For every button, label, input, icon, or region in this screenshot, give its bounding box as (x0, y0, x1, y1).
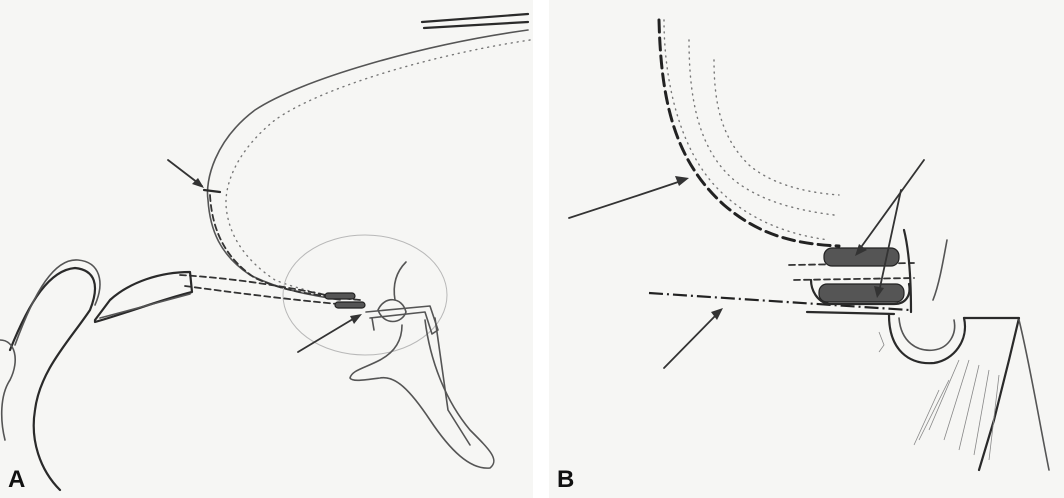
circle-highlight-a (283, 235, 447, 355)
panel-label-b: B (557, 468, 574, 492)
base-right-a (350, 320, 494, 468)
left-curve-a (10, 268, 95, 490)
sketch-a (0, 0, 533, 498)
panel-b: B (549, 0, 1064, 498)
arrow-lower-head-a (350, 314, 362, 324)
upper-band-a (422, 14, 528, 28)
dark-blob-a1 (325, 293, 355, 299)
dome-dashed-b (659, 20, 839, 246)
arrow-left-head-b (675, 176, 689, 186)
tick-mark-a (204, 190, 220, 192)
floor-line-b (807, 312, 894, 314)
edge-right-b (1019, 320, 1049, 470)
panel-a: A (0, 0, 533, 498)
hatch-small-b (879, 332, 884, 352)
dark-blob-b2 (819, 284, 904, 302)
cup-b (889, 315, 965, 363)
dome-outer-a (208, 30, 528, 300)
dark-blob-a2 (335, 302, 365, 308)
dome-dots-b2 (689, 40, 834, 215)
left-lower-a (0, 340, 15, 440)
arrow-vertical-b (879, 190, 901, 292)
sketch-b (549, 0, 1064, 498)
dome-dots-b3 (714, 60, 839, 195)
arrow-lower-a (298, 316, 358, 352)
base-right-inner-a (435, 318, 470, 445)
arrow-left-b (569, 180, 684, 218)
inner-shaft-a (372, 318, 374, 330)
arrow-lower-b (664, 312, 719, 368)
stalk-right-b (933, 240, 947, 300)
panel-label-a: A (8, 468, 25, 492)
sprout-a (394, 262, 406, 300)
cup-inner-b (899, 318, 955, 350)
dome-dots-a (226, 40, 530, 300)
